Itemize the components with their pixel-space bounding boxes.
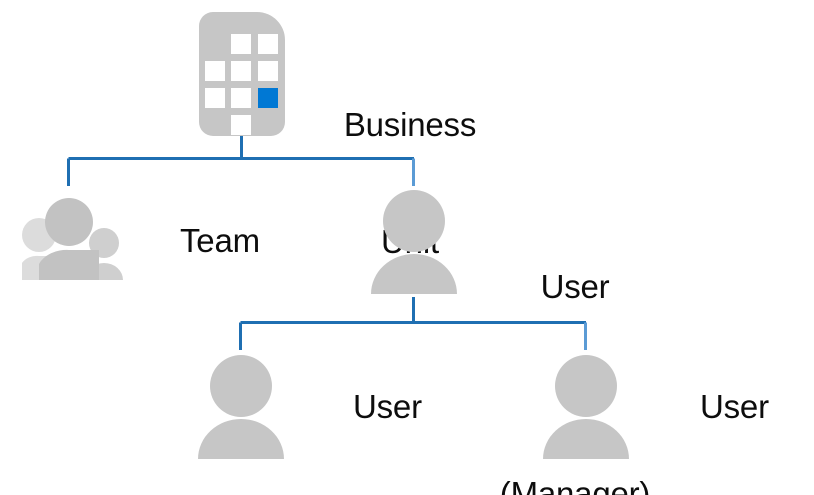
node-team[interactable]	[16, 198, 126, 283]
building-icon	[199, 12, 285, 136]
label-user-left: User	[353, 388, 422, 425]
node-business-unit[interactable]	[199, 12, 285, 136]
label-user-manager-line2: (Manager)	[499, 474, 651, 495]
node-user-manager[interactable]	[371, 190, 457, 294]
person-icon	[543, 355, 629, 459]
node-user-right[interactable]	[543, 355, 629, 459]
team-people-icon	[22, 198, 123, 280]
label-team: Team	[180, 222, 260, 259]
label-user-manager-line1: User	[540, 267, 610, 305]
person-icon	[371, 190, 457, 294]
team-person-center	[39, 198, 99, 280]
highlighted-window	[258, 88, 278, 108]
label-user-manager: User (Manager)	[470, 190, 680, 495]
label-user-right: User	[700, 388, 769, 425]
label-business-unit-line1: Business	[343, 105, 477, 143]
node-user-left[interactable]	[198, 355, 284, 459]
person-icon	[198, 355, 284, 459]
